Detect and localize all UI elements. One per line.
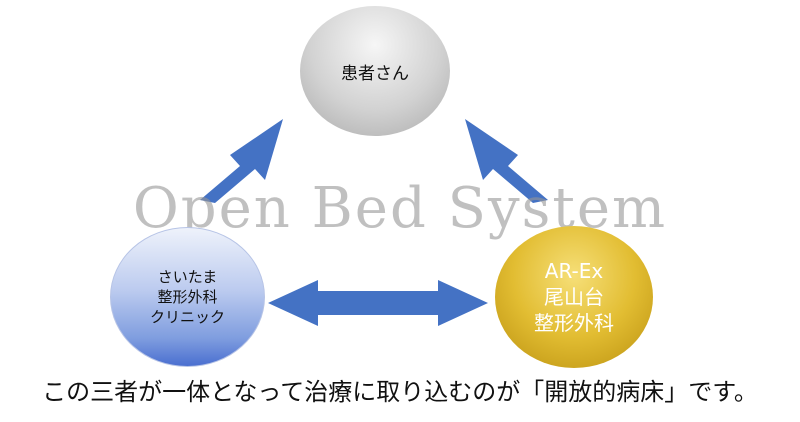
clinic-label-line: 整形外科 (157, 288, 218, 306)
patient-node: 患者さん (300, 6, 450, 136)
arrow-hospital-to-patient (465, 119, 548, 203)
watermark-title: Open Bed System (132, 176, 668, 241)
hospital-node: AR-Ex 尾山台 整形外科 (495, 226, 653, 368)
clinic-node: さいたま 整形外科 クリニック (110, 227, 265, 367)
hospital-label-line: 尾山台 (544, 285, 604, 309)
arrow-clinic-hospital-bidirectional (268, 280, 488, 326)
clinic-label-line: さいたま (157, 268, 218, 286)
arrow-clinic-to-patient (200, 119, 283, 203)
patient-label: 患者さん (341, 63, 409, 84)
diagram-caption: この三者が一体となって治療に取り込むのが「開放的病床」です。 (42, 378, 758, 406)
hospital-label-line: 整形外科 (534, 311, 614, 335)
clinic-label-line: クリニック (149, 308, 225, 326)
hospital-label-line: AR-Ex (544, 259, 604, 283)
